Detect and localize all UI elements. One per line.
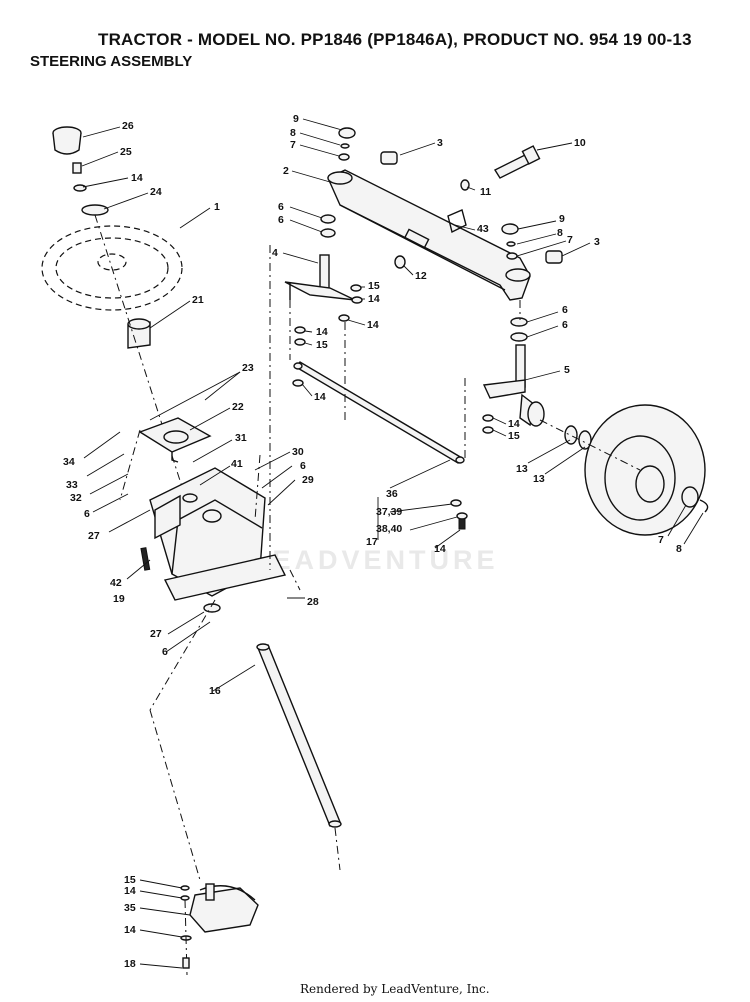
callout-6: 6	[84, 508, 90, 520]
callout-30: 30	[292, 446, 304, 458]
callout-14e: 14	[367, 319, 379, 331]
steering-gear	[189, 883, 259, 933]
callout-43: 43	[477, 223, 489, 235]
callout-4: 4	[272, 247, 278, 259]
callout-7b: 7	[567, 234, 573, 246]
callout-24: 24	[150, 186, 162, 198]
callout-15b: 15	[368, 280, 380, 292]
callout-22: 22	[232, 401, 244, 413]
section-title: STEERING ASSEMBLY	[30, 53, 193, 70]
callout-14: 14	[131, 172, 143, 184]
callout-27: 27	[88, 530, 100, 542]
drag-link	[293, 361, 465, 464]
callout-8b: 8	[557, 227, 563, 239]
spacer-24	[81, 204, 109, 216]
steering-cap	[52, 126, 82, 155]
callout-13: 13	[516, 463, 528, 475]
callout-25: 25	[120, 146, 132, 158]
callout-27b: 27	[150, 628, 162, 640]
callout-38-40: 38,40	[376, 523, 403, 535]
callout-14d: 14	[368, 293, 380, 305]
callout-14f: 14	[316, 326, 328, 338]
steering-shaft	[256, 643, 342, 828]
callout-19: 19	[113, 593, 125, 605]
callout-18: 18	[124, 958, 136, 970]
callout-14h: 14	[508, 418, 520, 430]
callout-7: 7	[290, 139, 296, 151]
callout-32: 32	[70, 492, 82, 504]
callout-8: 8	[290, 127, 296, 139]
washer-14	[73, 184, 87, 192]
watermark: LEADVENTURE	[252, 545, 499, 575]
callout-23: 23	[242, 362, 254, 374]
callout-7c: 7	[658, 534, 664, 546]
callout-14i: 14	[434, 543, 446, 555]
callout-3b: 3	[594, 236, 600, 248]
callout-21: 21	[192, 294, 204, 306]
callout-3: 3	[437, 137, 443, 149]
bolt-18	[182, 957, 190, 969]
callout-36: 36	[386, 488, 398, 500]
front-axle	[327, 169, 531, 301]
callout-2: 2	[283, 165, 289, 177]
callout-1: 1	[214, 201, 220, 213]
callout-37-39: 37,39	[376, 506, 403, 518]
callout-41: 41	[231, 458, 243, 470]
spacer-27	[203, 603, 221, 613]
footer-credit: Rendered by LeadVenture, Inc.	[300, 982, 490, 996]
page-title: TRACTOR - MODEL NO. PP1846 (PP1846A), PR…	[98, 30, 692, 49]
steering-bracket	[149, 467, 287, 601]
callout-17: 17	[366, 536, 378, 548]
callout-15d: 15	[508, 430, 520, 442]
callout-16: 16	[209, 685, 221, 697]
bushing-21	[127, 318, 151, 349]
callout-6c: 6	[162, 646, 168, 658]
callout-13b: 13	[533, 473, 545, 485]
callout-34: 34	[63, 456, 75, 468]
callout-14b: 14	[124, 885, 136, 897]
callout-14c: 14	[124, 924, 136, 936]
spindle-left	[284, 254, 356, 301]
support-plate	[138, 417, 212, 463]
callout-5: 5	[564, 364, 570, 376]
callout-15c: 15	[316, 339, 328, 351]
callout-6g: 6	[562, 319, 568, 331]
callout-9: 9	[293, 113, 299, 125]
bolt-10	[493, 145, 541, 179]
leader-lines	[81, 118, 704, 969]
callout-12: 12	[415, 270, 427, 282]
bolt-42	[140, 547, 151, 571]
callout-26: 26	[122, 120, 134, 132]
callout-33: 33	[66, 479, 78, 491]
callout-6d: 6	[278, 201, 284, 213]
callout-11: 11	[480, 186, 492, 198]
callout-14g: 14	[314, 391, 326, 403]
callout-29: 29	[302, 474, 314, 486]
callout-10: 10	[574, 137, 586, 149]
spindle-right	[482, 344, 545, 427]
callout-8c: 8	[676, 543, 682, 555]
nut-25	[72, 162, 82, 174]
callout-6e: 6	[278, 214, 284, 226]
front-wheel	[584, 404, 706, 536]
callout-35: 35	[124, 902, 136, 914]
callout-28: 28	[307, 596, 319, 608]
callout-6f: 6	[562, 304, 568, 316]
callout-15: 15	[124, 874, 136, 886]
callout-9b: 9	[559, 213, 565, 225]
callout-42: 42	[110, 577, 122, 589]
callout-31: 31	[235, 432, 247, 444]
steering-wheel	[41, 225, 183, 311]
callout-6b: 6	[300, 460, 306, 472]
